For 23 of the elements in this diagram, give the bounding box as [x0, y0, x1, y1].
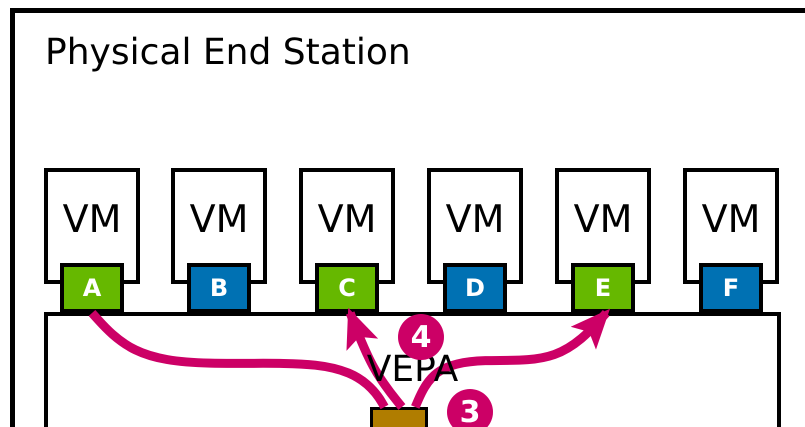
port-letter: D [465, 276, 485, 300]
port-box [187, 263, 251, 313]
port-letter: F [722, 276, 740, 300]
port-letter: A [82, 276, 102, 300]
port-box [60, 263, 124, 313]
frame-title: Physical End Station [45, 35, 411, 71]
uplink-port [370, 407, 428, 427]
port-letter: E [594, 276, 612, 300]
port-box [443, 263, 507, 313]
vm-label: VM [574, 200, 632, 238]
vm-label: VM [702, 200, 760, 238]
vm-label: VM [62, 200, 122, 238]
vm-label: VM [446, 200, 504, 238]
port-letter: C [338, 276, 356, 300]
port-letter: B [210, 276, 228, 300]
flow-arrow [346, 308, 406, 410]
vm-label: VM [190, 200, 248, 238]
vm-label: VM [318, 200, 376, 238]
end-station-frame [10, 8, 805, 427]
port-box [571, 263, 635, 313]
port-box [315, 263, 379, 313]
port-box [699, 263, 763, 313]
vepa-box [44, 312, 781, 427]
